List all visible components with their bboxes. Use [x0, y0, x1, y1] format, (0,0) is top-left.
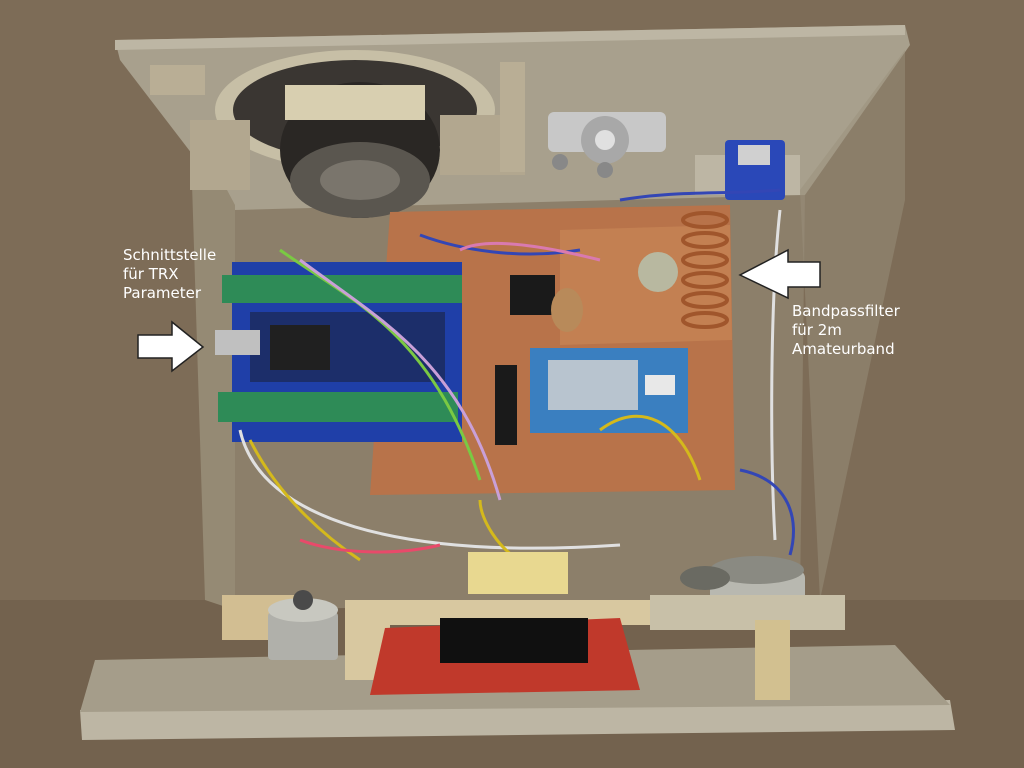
usb-breakout	[695, 140, 800, 200]
arrow-right-icon	[137, 320, 205, 373]
potentiometer-center	[680, 566, 730, 590]
red-breakout-board	[370, 618, 640, 695]
caption-bandpass-line-3: Amateurband	[792, 340, 895, 358]
left-wall	[190, 120, 235, 610]
caption-interface-line-3: Parameter	[123, 284, 202, 302]
speaker-post-right	[500, 62, 525, 172]
wires	[238, 188, 795, 562]
audio-jack	[268, 590, 338, 660]
caption-bandpass: Bandpassfilter für 2m Amateurband	[792, 302, 900, 359]
caption-bandpass-line-1: Bandpassfilter	[792, 302, 900, 320]
axial-component	[495, 365, 517, 445]
speaker-bracket-left	[190, 120, 250, 190]
dip-ic	[510, 275, 555, 315]
speaker-post-left	[150, 65, 205, 95]
wood-block-right	[650, 595, 845, 630]
wire-connector-block	[468, 552, 568, 594]
caption-bandpass-line-2: für 2m	[792, 321, 842, 339]
wood-post	[755, 620, 790, 700]
bnc-connector	[548, 112, 666, 178]
air-core-coil	[681, 211, 729, 329]
trimmer-capacitor	[638, 252, 678, 292]
caption-interface-line-2: für TRX	[123, 265, 179, 283]
caption-interface: Schnittstelle für TRX Parameter	[123, 246, 216, 303]
speaker	[215, 50, 495, 218]
back-panel-edge	[115, 25, 905, 50]
capacitor	[551, 288, 583, 332]
rf-module	[530, 348, 688, 433]
caption-interface-line-1: Schnittstelle	[123, 246, 217, 264]
arrow-left-icon	[738, 248, 821, 300]
right-wall	[800, 50, 905, 600]
arduino-terminal-shield	[215, 262, 462, 442]
